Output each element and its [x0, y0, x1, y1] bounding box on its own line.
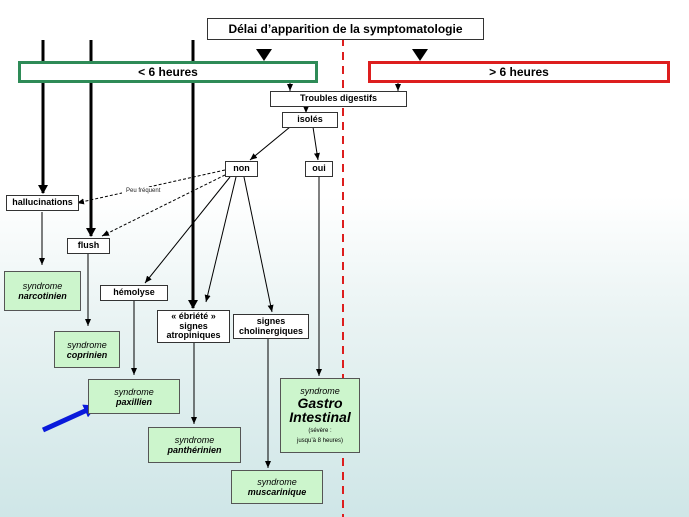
node-isolated: isolés — [282, 112, 338, 128]
node-flush: flush — [67, 238, 110, 254]
rare-label: Peu fréquent — [122, 187, 165, 195]
group-over-6h: > 6 heures — [368, 61, 670, 83]
node-hemolysis: hémolyse — [100, 285, 168, 301]
group-under-6h: < 6 heures — [18, 61, 318, 83]
triangle-left-icon — [256, 49, 272, 61]
syndrome-gastro-intestinal: syndrome Gastro Intestinal (sévère : jus… — [280, 378, 360, 453]
triangle-right-icon — [412, 49, 428, 61]
node-yes: oui — [305, 161, 333, 177]
node-no: non — [225, 161, 258, 177]
diagram-title: Délai d’apparition de la symptomatologie — [207, 18, 484, 40]
pointer-arrow-icon — [41, 403, 98, 433]
node-digestive-disorders: Troubles digestifs — [270, 91, 407, 107]
node-hallucinations: hallucinations — [6, 195, 79, 211]
